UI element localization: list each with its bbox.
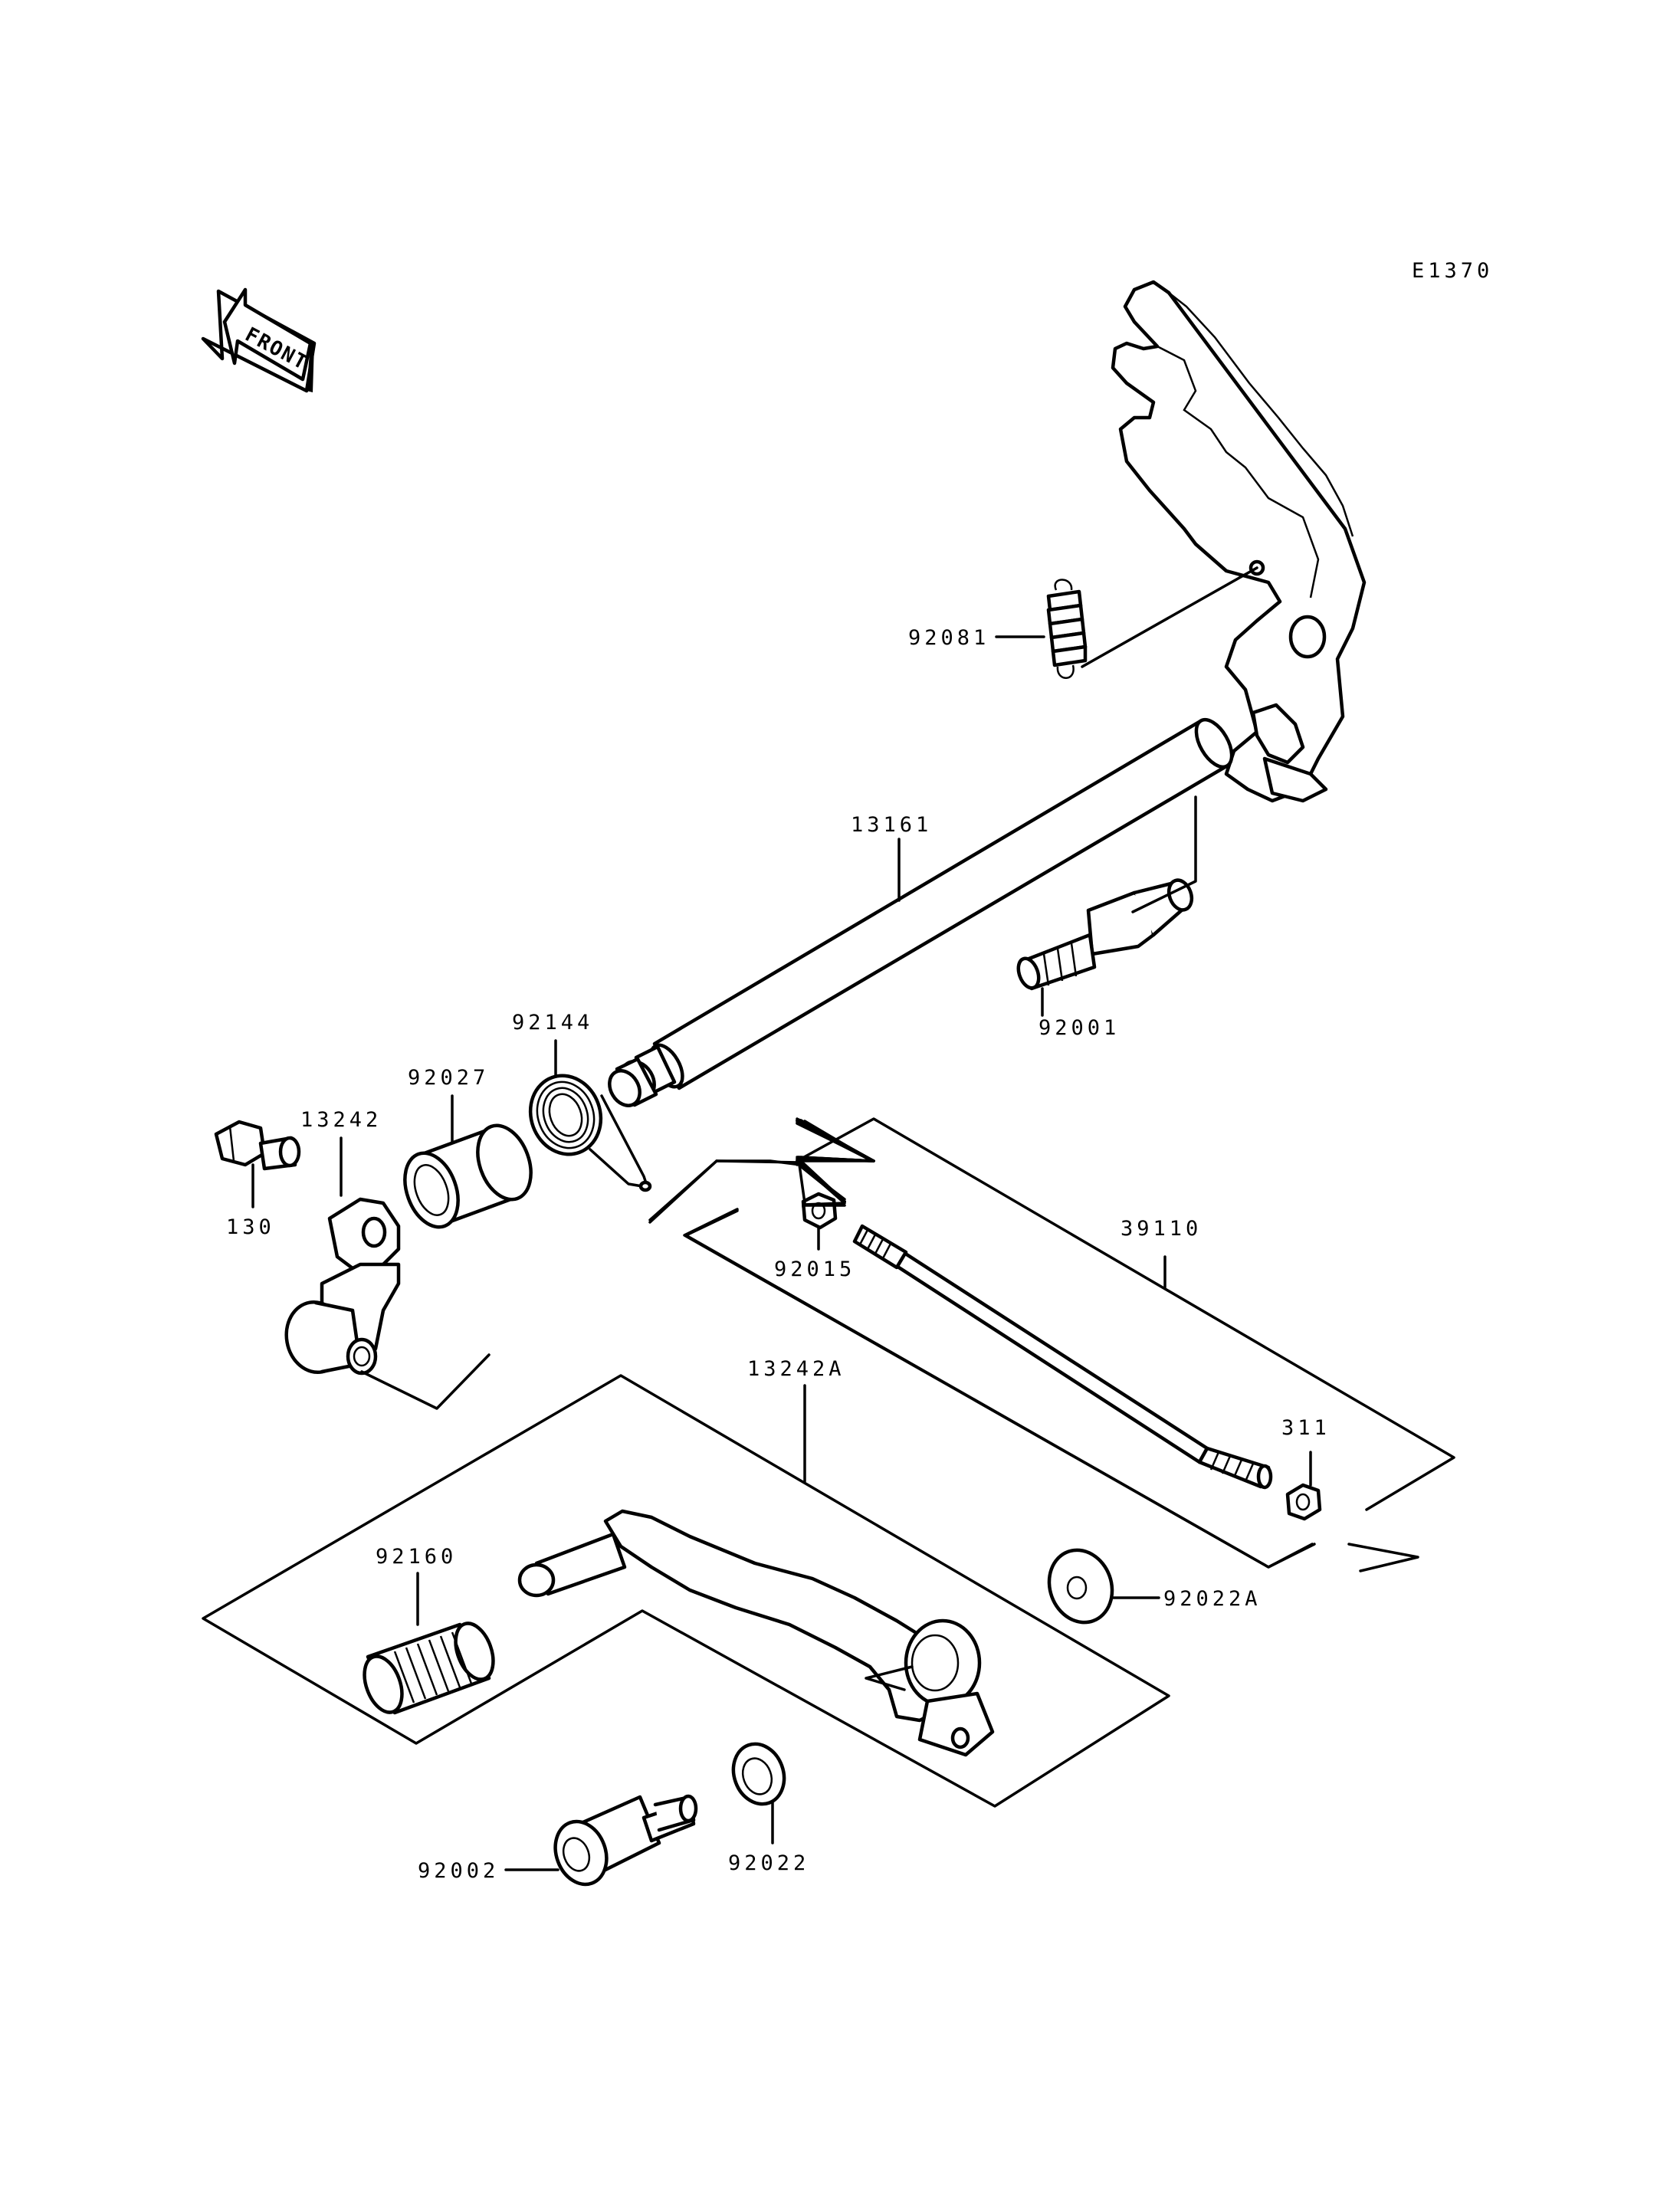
- label-92022: 92022: [728, 1851, 809, 1875]
- label-92015: 92015: [774, 1258, 855, 1281]
- washer-92022: [731, 1742, 786, 1806]
- label-92160: 92160: [376, 1545, 457, 1569]
- label-39110: 39110: [1121, 1217, 1202, 1241]
- bolt-130: [214, 1120, 301, 1171]
- label-130: 130: [226, 1215, 275, 1239]
- label-92001: 92001: [1039, 1016, 1120, 1040]
- nut-311: [1285, 1483, 1322, 1521]
- tie-rod-39110: [852, 1224, 1273, 1490]
- label-13242a: 13242A: [747, 1357, 845, 1381]
- label-13161: 13161: [851, 813, 932, 837]
- front-arrow-icon: FRONT: [201, 287, 317, 393]
- pin-bolt-92001: [1016, 878, 1194, 991]
- label-92144: 92144: [512, 1011, 593, 1035]
- gear-shift-shaft-13161: [608, 280, 1367, 1107]
- label-92022a: 92022A: [1163, 1587, 1262, 1611]
- label-13242: 13242: [300, 1108, 382, 1132]
- return-spring-92081: [1046, 579, 1088, 679]
- diagram-code: E1370: [1412, 259, 1493, 283]
- group-outlines: [202, 1117, 1455, 1808]
- pedal-13242a: [517, 1509, 995, 1757]
- washer-92022a: [1047, 1548, 1114, 1625]
- label-92027: 92027: [408, 1066, 489, 1090]
- label-311: 311: [1281, 1416, 1331, 1440]
- label-92002: 92002: [418, 1859, 499, 1883]
- nut-92015: [801, 1192, 838, 1230]
- label-92081: 92081: [908, 626, 989, 650]
- pedal-rubber-92160: [363, 1622, 495, 1715]
- part-labels: 92081 13161 92001 92144 92027 13242 130 …: [226, 626, 1331, 1883]
- shift-lever-13242: [284, 1197, 401, 1376]
- torsion-spring-92144: [528, 1074, 652, 1192]
- pivot-bolt-92002: [553, 1794, 698, 1887]
- collar-92027: [403, 1123, 533, 1229]
